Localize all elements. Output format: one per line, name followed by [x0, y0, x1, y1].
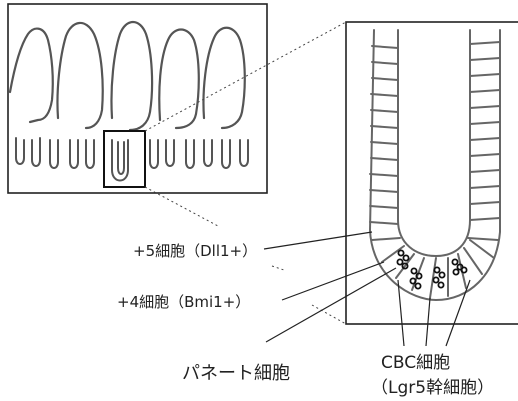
label-plus5-cell: +5細胞（Dll1+） [133, 242, 257, 260]
label-cbc-cell: CBC細胞 [381, 353, 450, 373]
label-paneth-cell: パネート細胞 [182, 363, 290, 384]
label-plus4-cell: +4細胞（Bmi1+） [117, 293, 250, 311]
label-cbc-cell-subtitle: （Lgr5幹細胞） [371, 377, 494, 398]
overview-panel-frame [8, 4, 267, 193]
